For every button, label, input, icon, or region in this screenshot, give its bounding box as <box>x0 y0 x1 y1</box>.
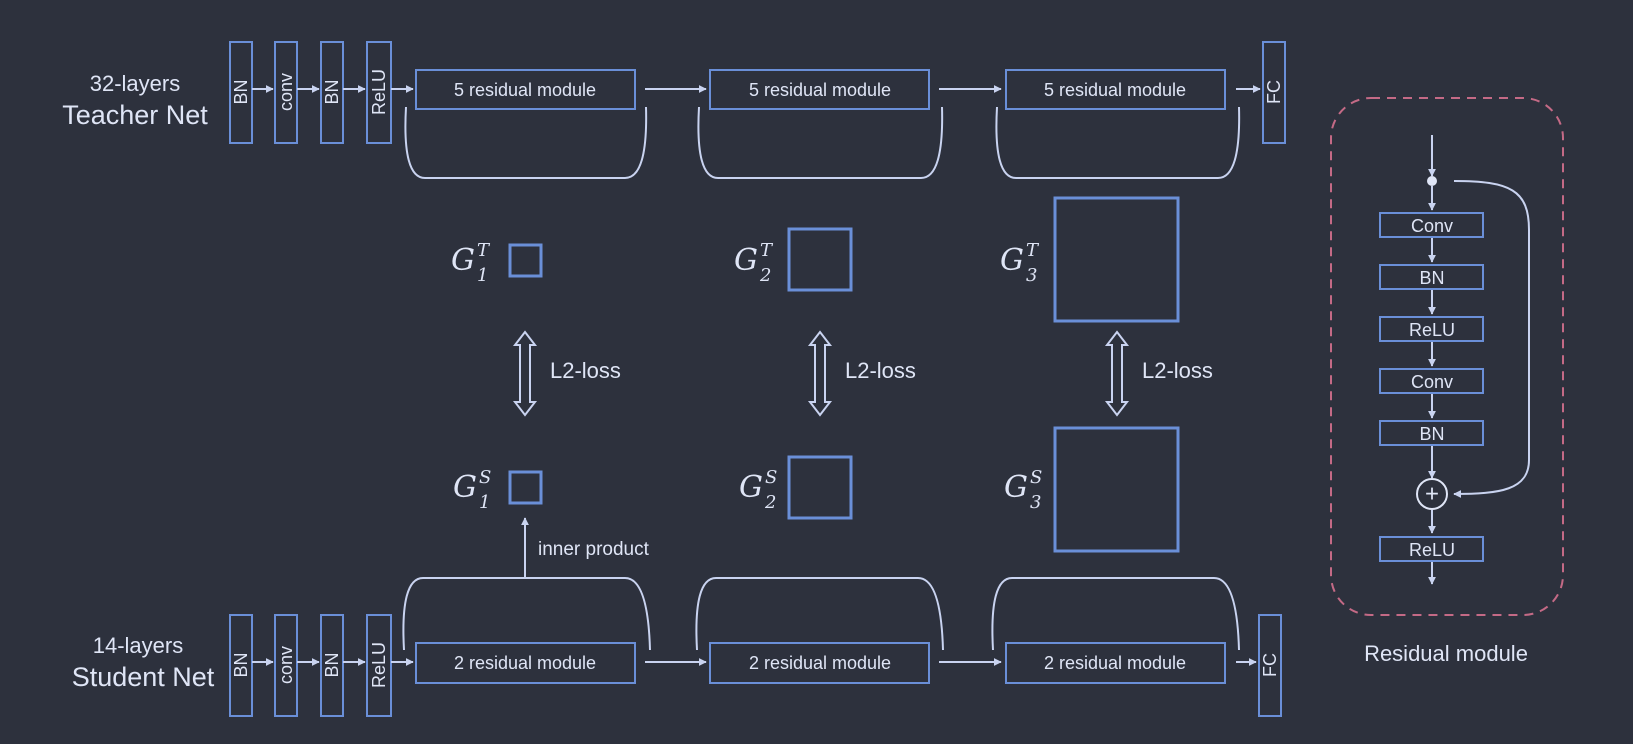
l2-loss-label-2: L2-loss <box>845 358 916 383</box>
residual-relu-1-box <box>1379 316 1484 342</box>
residual-add-node <box>1416 478 1448 510</box>
student-bracket-3 <box>991 577 1240 651</box>
student-bn-2-label: BN <box>322 652 342 677</box>
teacher-relu-box <box>366 41 392 144</box>
teacher-bn-1-box <box>229 41 253 144</box>
gram-teacher-1-sup: T <box>477 240 491 261</box>
student-module-1-label: 2 residual module <box>454 653 596 673</box>
teacher-relu-label: ReLU <box>369 69 389 115</box>
student-fc-box <box>1258 614 1282 717</box>
gram-student-2-sup: S <box>765 467 777 488</box>
student-module-1-box <box>415 642 636 684</box>
teacher-conv-box <box>274 41 298 144</box>
residual-module-detail: Conv BN ReLU Conv BN ReLU + Residual mod… <box>1330 97 1564 666</box>
gram-teacher-3-sup: T <box>1026 240 1040 261</box>
gram-student-1-box <box>508 470 543 505</box>
teacher-module-2-box <box>709 69 930 110</box>
student-net: 14-layers Student Net BN conv BN ReLU <box>72 577 1282 717</box>
teacher-bracket-1 <box>404 106 648 179</box>
student-module-2-label: 2 residual module <box>749 653 891 673</box>
l2-loss-arrow-3 <box>1104 330 1130 417</box>
gram-teacher-2-symbol: G <box>734 243 758 278</box>
student-bn-1-box <box>229 614 253 717</box>
gram-teacher-3-symbol: G <box>1000 243 1024 278</box>
residual-relu-2-box <box>1379 536 1484 562</box>
residual-conv-2-label: Conv <box>1411 372 1453 392</box>
gram-teacher-1-symbol: G <box>451 243 475 278</box>
teacher-title-line1: 32-layers <box>90 71 180 96</box>
student-relu-box <box>366 614 392 717</box>
teacher-title-line2: Teacher Net <box>62 100 208 130</box>
gram-student-2-box <box>787 455 853 520</box>
teacher-module-1-label: 5 residual module <box>454 80 596 100</box>
teacher-bn-2-box <box>320 41 344 144</box>
gram-student-3-box <box>1053 426 1180 553</box>
gram-student-1-sup: S <box>479 467 491 488</box>
gram-student-3-sub: 3 <box>1030 492 1041 513</box>
l2-loss-label-1: L2-loss <box>550 358 621 383</box>
teacher-module-2-label: 5 residual module <box>749 80 891 100</box>
residual-conv-1-label: Conv <box>1411 216 1453 236</box>
teacher-net: 32-layers Teacher Net BN conv BN ReLU <box>62 41 1286 179</box>
student-conv-box <box>274 614 298 717</box>
student-title-line1: 14-layers <box>93 633 183 658</box>
residual-bn-2-box <box>1379 420 1484 446</box>
inner-product-label: inner product <box>538 539 650 560</box>
residual-conv-2-box <box>1379 368 1484 394</box>
student-module-3-box <box>1005 642 1226 684</box>
teacher-module-3-box <box>1005 69 1226 110</box>
residual-relu-2-label: ReLU <box>1409 540 1455 560</box>
gram-student-2-symbol: G <box>739 470 763 505</box>
residual-bn-2-label: BN <box>1419 424 1444 444</box>
residual-bn-1-label: BN <box>1419 268 1444 288</box>
teacher-bracket-3 <box>995 106 1241 179</box>
l2-loss-arrow-2 <box>807 330 833 417</box>
residual-module-caption: Residual module <box>1364 641 1528 666</box>
student-module-3-label: 2 residual module <box>1044 653 1186 673</box>
student-fc-label: FC <box>1260 653 1280 677</box>
teacher-bn-2-label: BN <box>322 79 342 104</box>
gram-student-1-symbol: G <box>453 470 477 505</box>
student-conv-label: conv <box>276 646 296 684</box>
gram-student-3-symbol: G <box>1004 470 1028 505</box>
gram-teacher-2-box <box>787 227 853 292</box>
student-title-line2: Student Net <box>72 662 215 692</box>
residual-module-dashed-border <box>1330 97 1564 616</box>
teacher-bracket-2 <box>697 106 944 179</box>
teacher-bn-1-label: BN <box>231 79 251 104</box>
residual-relu-1-label: ReLU <box>1409 320 1455 340</box>
gram-student-3-sup: S <box>1030 467 1042 488</box>
teacher-conv-label: conv <box>276 73 296 111</box>
l2-loss-label-3: L2-loss <box>1142 358 1213 383</box>
teacher-module-1-box <box>415 69 636 110</box>
residual-add-symbol: + <box>1425 481 1439 508</box>
student-module-2-box <box>709 642 930 684</box>
student-bracket-2 <box>695 577 944 651</box>
teacher-fc-box <box>1262 41 1286 144</box>
residual-split-dot <box>1427 176 1437 186</box>
gram-student-1-sub: 1 <box>479 492 490 513</box>
l2-loss-arrow-1 <box>512 330 538 417</box>
gram-matrices: G T 1 G T 2 G T 3 G S 1 G S 2 G S 3 <box>451 196 1213 578</box>
student-bracket-1 <box>402 577 651 651</box>
gram-student-2-sub: 2 <box>764 492 776 513</box>
teacher-module-3-label: 5 residual module <box>1044 80 1186 100</box>
gram-teacher-3-sub: 3 <box>1026 265 1037 286</box>
student-relu-label: ReLU <box>369 642 389 688</box>
residual-bn-1-box <box>1379 264 1484 290</box>
gram-teacher-2-sup: T <box>760 240 774 261</box>
residual-skip-connection <box>1453 180 1530 498</box>
gram-teacher-2-sub: 2 <box>759 265 771 286</box>
gram-teacher-1-sub: 1 <box>477 265 488 286</box>
residual-conv-1-box <box>1379 212 1484 238</box>
student-bn-1-label: BN <box>231 652 251 677</box>
student-bn-2-box <box>320 614 344 717</box>
gram-teacher-3-box <box>1053 196 1180 323</box>
teacher-fc-label: FC <box>1264 80 1284 104</box>
gram-teacher-1-box <box>508 243 543 278</box>
